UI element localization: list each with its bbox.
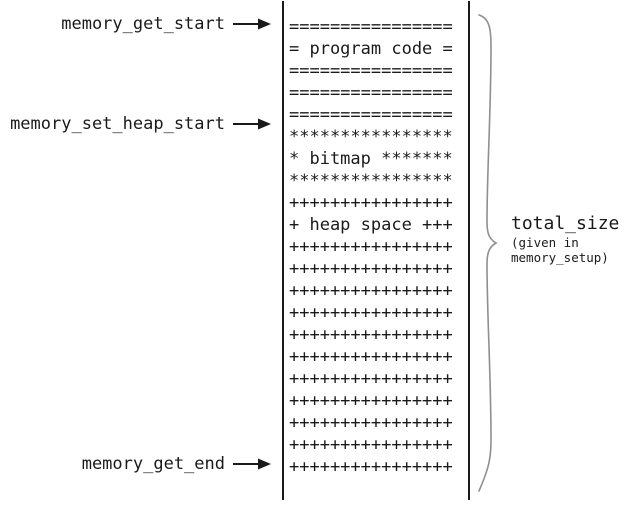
total-size-note-line2: memory_setup) (511, 249, 609, 265)
arrow-right-icon (233, 458, 271, 470)
column-left-border (282, 1, 284, 500)
pointer-memory-get-start: memory_get_start (61, 14, 272, 34)
pointer-label: memory_set_heap_start (10, 114, 225, 134)
pointer-label: memory_get_start (61, 14, 225, 34)
curly-brace (478, 14, 498, 492)
column-right-border (468, 1, 470, 500)
arrow-right-icon (233, 118, 271, 130)
arrow-right-icon (233, 18, 271, 30)
pointer-memory-set-heap-start: memory_set_heap_start (10, 114, 272, 134)
total-size-note-line1: (given in (511, 235, 579, 250)
pointer-memory-get-end: memory_get_end (82, 454, 272, 474)
memory-map-ascii: ================ = program code = ======… (289, 17, 453, 477)
pointer-label: memory_get_end (81, 454, 225, 474)
total-size-title: total_size (511, 213, 620, 234)
total-size-annotation: total_size (given in memory_setup) (511, 212, 619, 265)
